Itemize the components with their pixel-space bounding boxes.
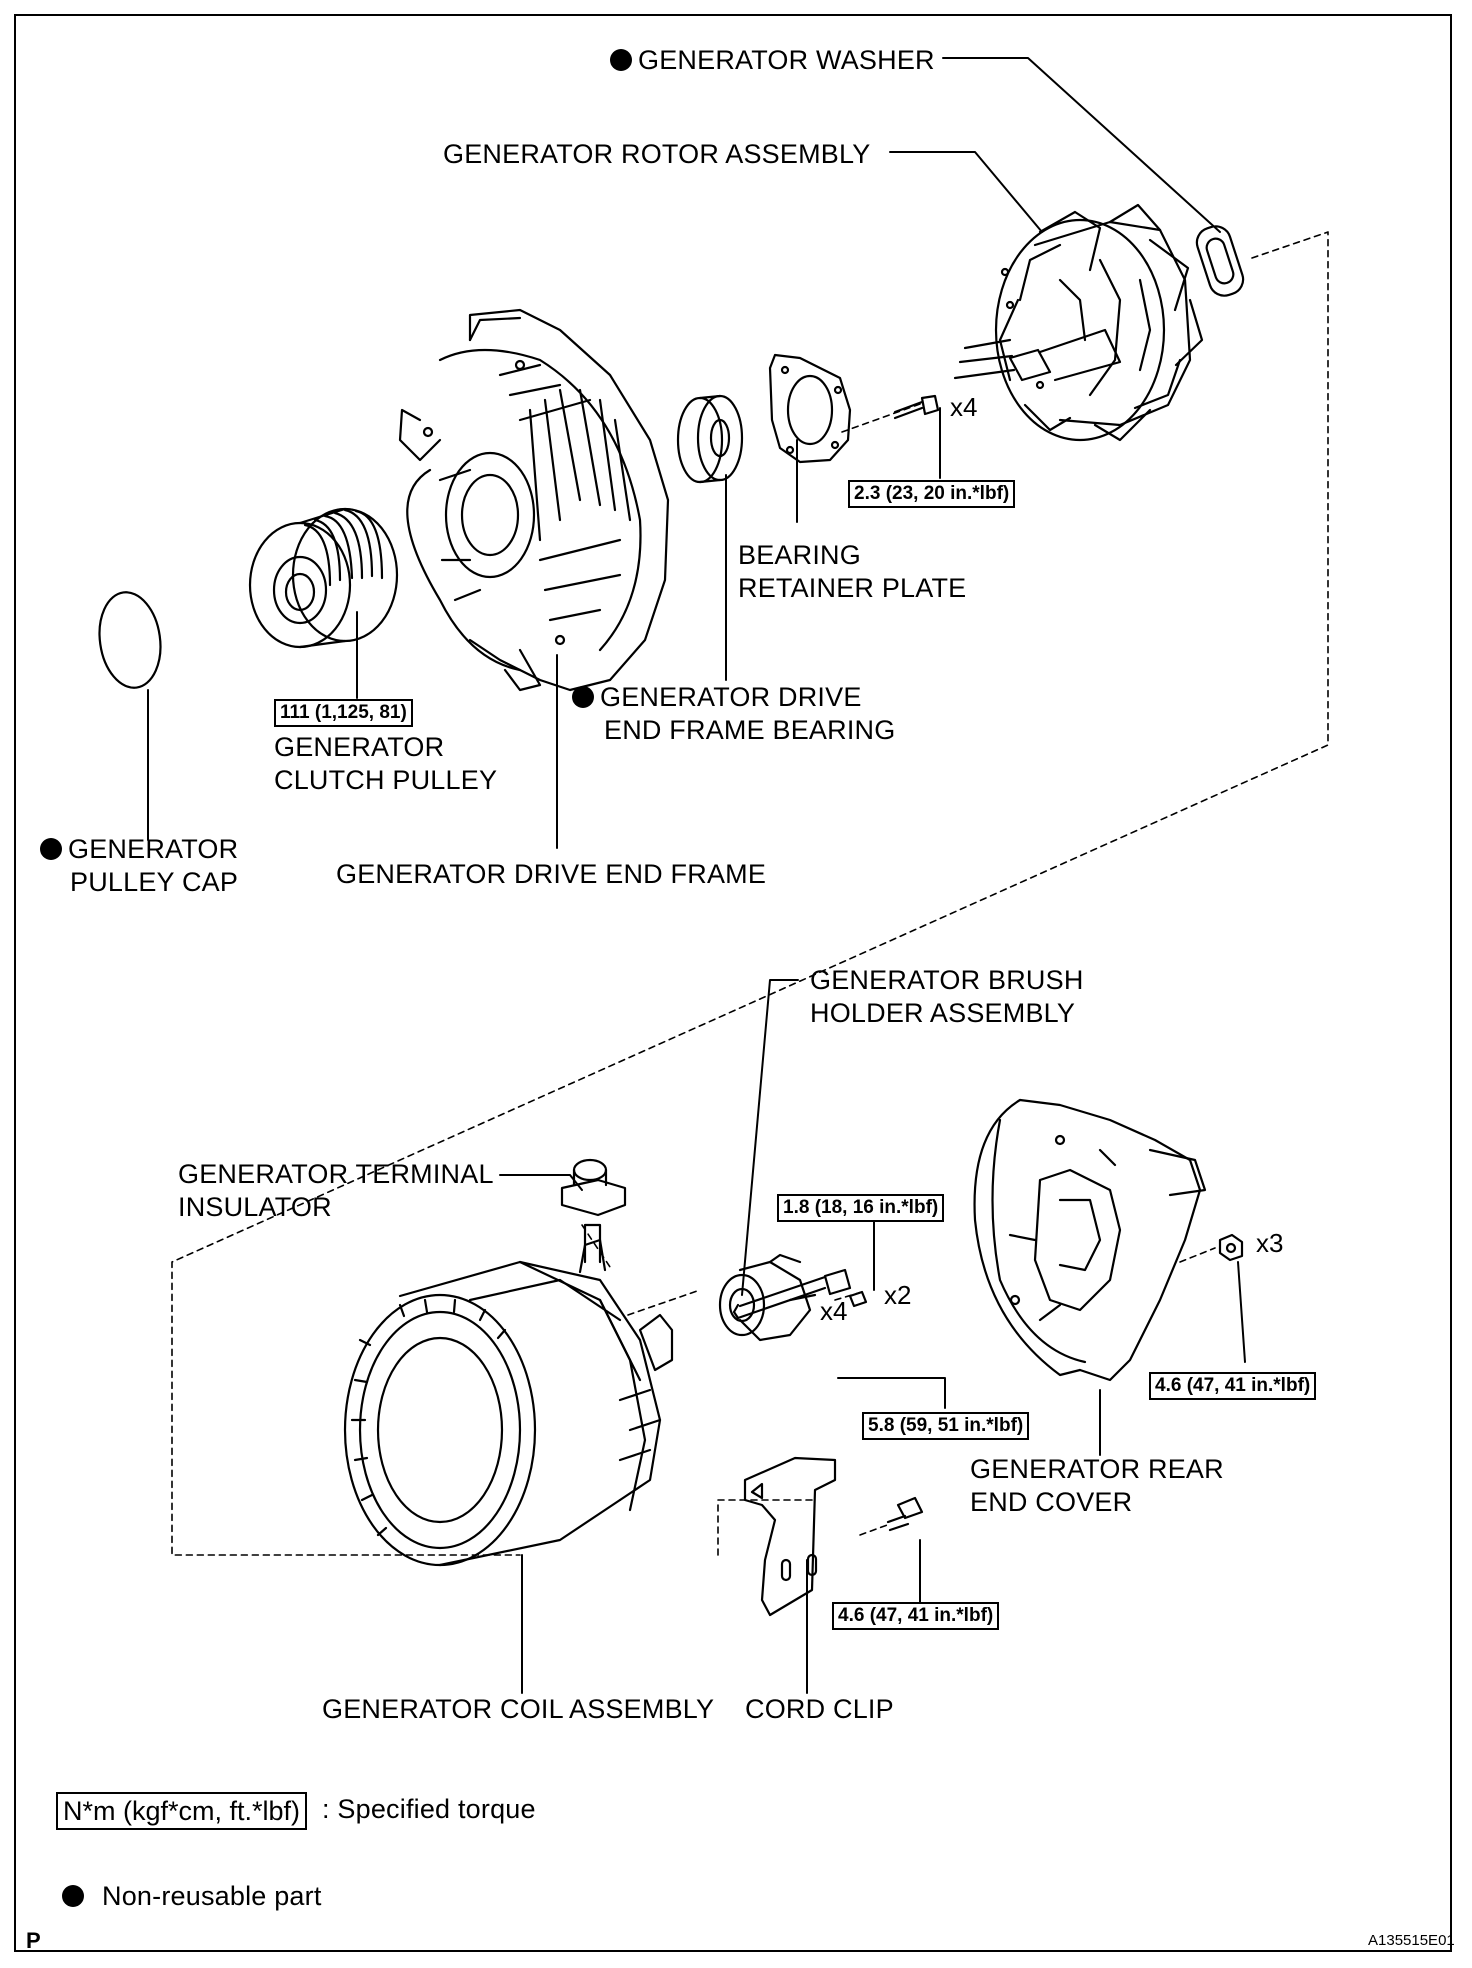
generator-pulley-cap [98,591,162,689]
cord-clip-bolt [886,1496,924,1532]
retainer-screw [893,394,940,420]
label-rear-end-cover-line1: GENERATOR REAR [970,1454,1224,1484]
diagram-border [14,14,1452,1952]
label-rear-end-cover-line2: END COVER [970,1487,1133,1517]
qty-rear-nut: x3 [1256,1228,1284,1258]
label-pulley-cap-line2: PULLEY CAP [70,867,239,897]
label-brush-holder-line2: HOLDER ASSEMBLY [810,998,1076,1028]
label-terminal-insulator-line2: INSULATOR [178,1192,332,1222]
legend-non-reusable: Non-reusable part [62,1880,322,1913]
label-brush-holder-line1: GENERATOR BRUSH [810,965,1084,995]
brush-holder-assembly [718,1253,817,1342]
label-pulley-cap-line1: GENERATOR [40,833,238,866]
footer-figure-id: A135515E01 [1368,1932,1455,1949]
torque-through-bolt: 5.8 (59, 51 in.*lbf) [862,1412,1030,1440]
torque-rear-nut: 4.6 (47, 41 in.*lbf) [1149,1372,1317,1400]
label-rotor-assembly: GENERATOR ROTOR ASSEMBLY [443,139,871,169]
generator-washer [1195,225,1245,297]
qty-retainer-screw: x4 [950,392,978,422]
generator-clutch-pulley [248,507,399,649]
torque-cord-clip-bolt: 4.6 (47, 41 in.*lbf) [832,1602,1000,1630]
label-drive-end-frame-bearing-line1: GENERATOR DRIVE [572,681,862,714]
label-clutch-pulley-line2: CLUTCH PULLEY [274,765,498,795]
torque-clutch-pulley: 111 (1,125, 81) [274,699,413,727]
label-terminal-insulator-line1: GENERATOR TERMINAL [178,1159,494,1189]
footer-left: P [26,1928,41,1953]
qty-through-bolt: x4 [820,1296,848,1326]
non-reusable-marker-icon [610,49,632,71]
assembly-dashed-lines [171,231,1329,1556]
label-drive-end-frame-bearing-line2: END FRAME BEARING [604,715,896,745]
torque-brush-holder-screw: 1.8 (18, 16 in.*lbf) [777,1194,945,1222]
label-drive-end-frame: GENERATOR DRIVE END FRAME [336,859,767,889]
label-bearing-retainer-plate-line2: RETAINER PLATE [738,573,967,603]
torque-retainer-screw: 2.3 (23, 20 in.*lbf) [848,480,1016,508]
generator-coil-assembly [343,1223,674,1567]
rear-end-cover [973,1098,1207,1382]
label-cord-clip: CORD CLIP [745,1694,894,1724]
non-reusable-marker-icon [62,1885,84,1907]
bearing-retainer-plate [768,353,852,464]
non-reusable-marker-icon [572,686,594,708]
rotor-assembly [953,203,1204,442]
cord-clip [743,1456,837,1617]
through-bolt [732,1268,852,1320]
drive-end-frame [398,308,670,692]
qty-brush-holder-screw: x2 [884,1280,912,1310]
terminal-insulator [560,1158,627,1217]
label-coil-assembly: GENERATOR COIL ASSEMBLY [322,1694,715,1724]
label-clutch-pulley-line1: GENERATOR [274,732,445,762]
legend-torque-box: N*m (kgf*cm, ft.*lbf) [56,1792,308,1830]
label-generator-washer: GENERATOR WASHER [610,44,935,77]
brush-holder-screw [848,1290,868,1308]
non-reusable-marker-icon [40,838,62,860]
drive-end-frame-bearing [676,394,744,484]
rear-end-cover-nut [1218,1233,1244,1262]
label-bearing-retainer-plate-line1: BEARING [738,540,861,570]
legend-torque-text: : Specified torque [322,1794,536,1824]
